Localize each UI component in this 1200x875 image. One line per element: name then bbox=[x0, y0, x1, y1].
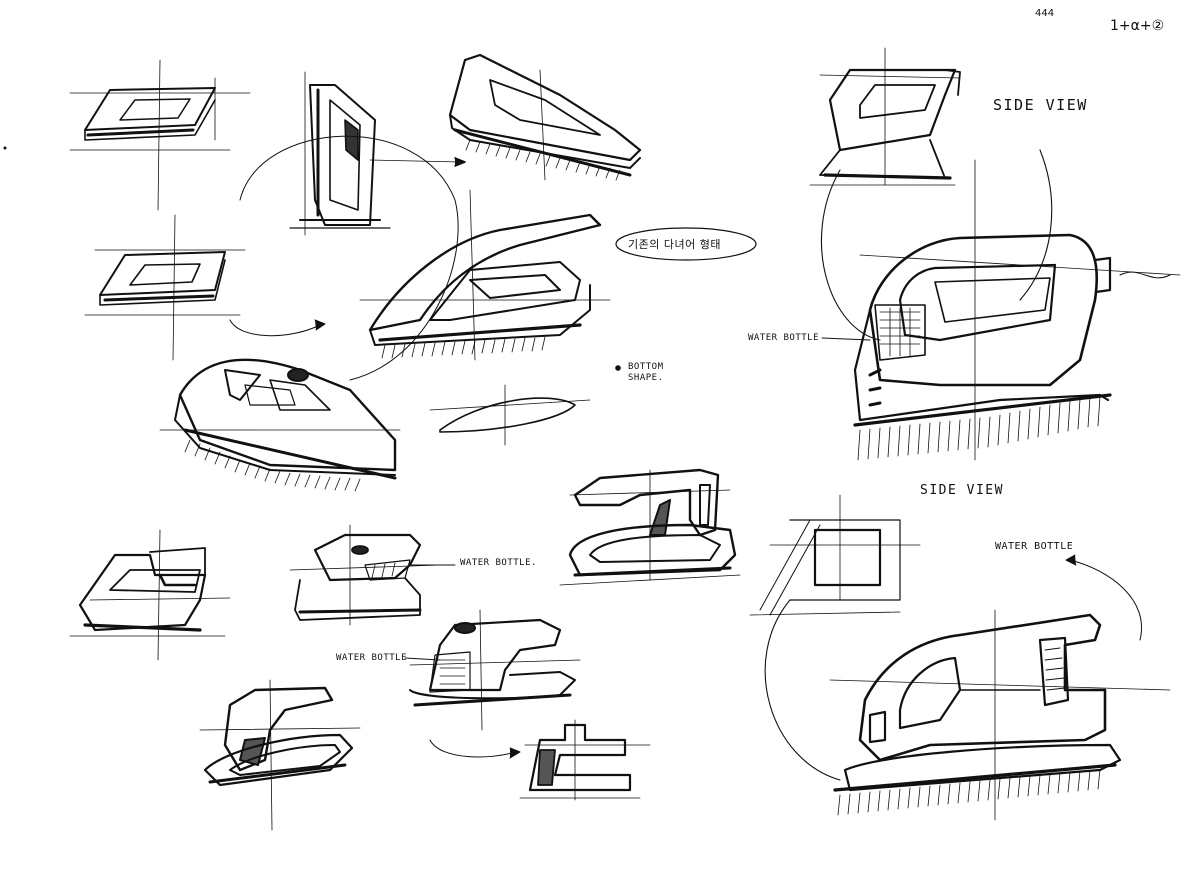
bottom-shape-sketch bbox=[429, 365, 621, 446]
iron-sketch-16 bbox=[829, 554, 1171, 821]
iron-sketch-12 bbox=[404, 609, 581, 731]
construction-arc-2 bbox=[764, 599, 841, 781]
iron-sketch-8 bbox=[821, 159, 1181, 461]
iron-sketch-4 bbox=[84, 214, 246, 361]
side-view-label-top: SIDE VIEW bbox=[993, 96, 1088, 114]
iron-sketch-7 bbox=[809, 47, 961, 186]
side-view-label-bottom: SIDE VIEW bbox=[920, 483, 1004, 498]
iron-sketch-2 bbox=[289, 71, 466, 236]
water-bottle-label-right: WATER BOTTLE bbox=[748, 333, 820, 343]
arrow-1 bbox=[229, 319, 321, 337]
iron-sketch-13 bbox=[199, 679, 361, 831]
iron-sketch-5 bbox=[359, 189, 611, 361]
iron-sketch-9 bbox=[69, 529, 231, 661]
bottom-shape-label: BOTTOM SHAPE. bbox=[628, 362, 664, 383]
iron-sketch-1 bbox=[69, 59, 251, 211]
water-bottle-label-lower-right: WATER BOTTLE bbox=[995, 541, 1074, 552]
iron-sketch-6 bbox=[159, 358, 401, 492]
iron-sketch-10 bbox=[289, 524, 456, 626]
water-bottle-label-left: WATER BOTTLE bbox=[336, 653, 408, 663]
construction-arc-1 bbox=[239, 135, 459, 381]
note-bubble bbox=[615, 227, 757, 261]
construction-circle bbox=[820, 169, 881, 341]
iron-sketch-15 bbox=[749, 494, 921, 616]
iron-sketch-3 bbox=[448, 53, 642, 181]
iron-sketch-11 bbox=[559, 468, 741, 586]
iron-sketch-14 bbox=[429, 719, 651, 801]
corner-formula: 1+α+② bbox=[1110, 18, 1165, 34]
water-bottle-label-mid: WATER BOTTLE. bbox=[460, 558, 537, 568]
corner-mark: 444 bbox=[1035, 8, 1055, 19]
korean-note: 기존의 다녀어 형태 bbox=[628, 238, 721, 251]
